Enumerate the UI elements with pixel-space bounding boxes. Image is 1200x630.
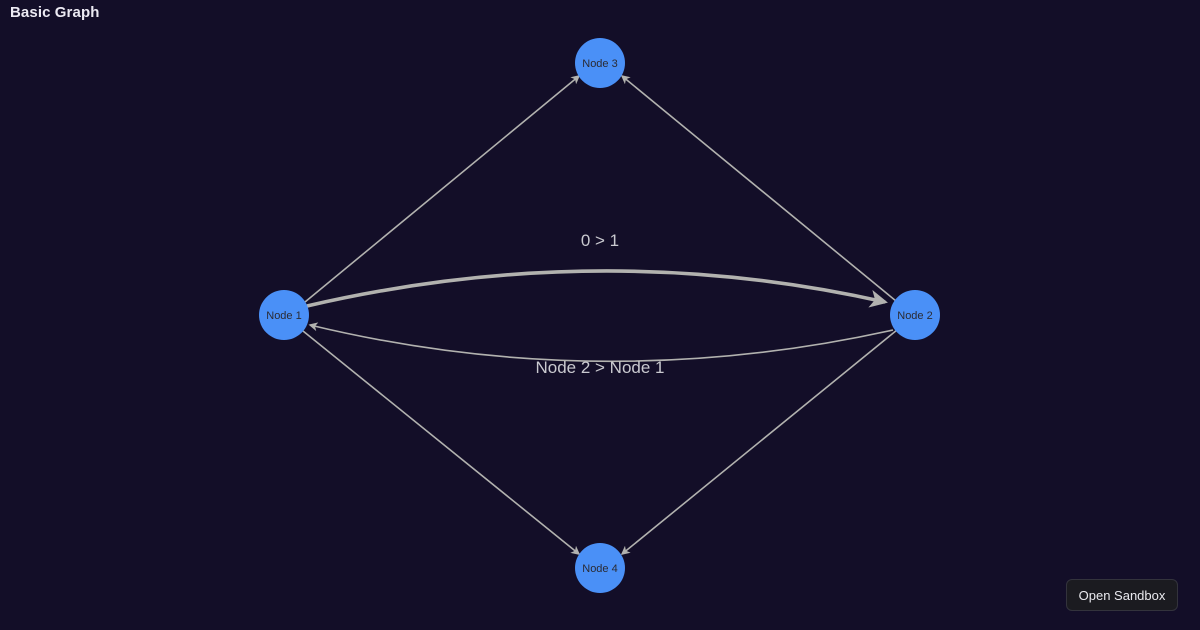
page-title: Basic Graph (10, 4, 100, 21)
graph-node-node3[interactable]: Node 3 (575, 38, 625, 88)
edge-label-node2-node1: Node 2 > Node 1 (535, 358, 664, 377)
nodes-layer: Node 3 Node 1 Node 2 Node 4 (259, 38, 940, 593)
edge-node1-node4[interactable] (302, 330, 581, 555)
node-circle-node3[interactable] (575, 38, 625, 88)
edges-layer (302, 75, 898, 555)
node-circle-node1[interactable] (259, 290, 309, 340)
node-circle-node2[interactable] (890, 290, 940, 340)
edge-node2-node3[interactable] (620, 75, 897, 302)
edge-node2-node1[interactable] (308, 322, 894, 363)
graph-node-node4[interactable]: Node 4 (575, 543, 625, 593)
edge-node1-node2[interactable] (306, 269, 888, 308)
edge-node2-node4[interactable] (620, 329, 898, 555)
edge-node1-node3[interactable] (304, 75, 581, 303)
open-sandbox-button[interactable]: Open Sandbox (1066, 579, 1178, 611)
graph-node-node1[interactable]: Node 1 (259, 290, 309, 340)
edge-label-node1-node2: 0 > 1 (581, 231, 619, 250)
edge-labels-layer: 0 > 1 Node 2 > Node 1 (535, 231, 664, 377)
node-circle-node4[interactable] (575, 543, 625, 593)
graph-node-node2[interactable]: Node 2 (890, 290, 940, 340)
